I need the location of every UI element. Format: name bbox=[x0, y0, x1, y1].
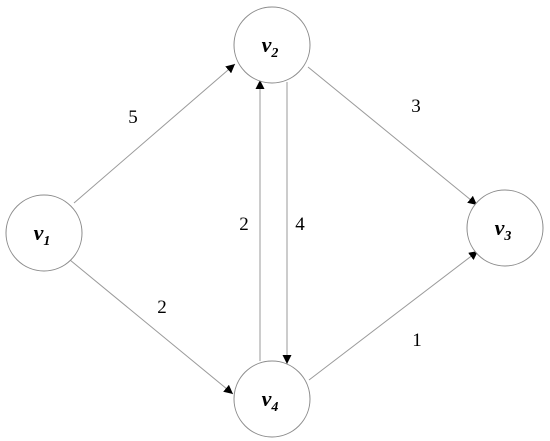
edge-v1-v2 bbox=[73, 63, 236, 204]
edge-weights: 5 2 3 4 2 1 bbox=[128, 96, 422, 351]
edge-v1-v4 bbox=[69, 259, 234, 395]
node-v2-label: v2 bbox=[262, 32, 279, 61]
nodes: v1 v2 v3 v4 bbox=[5, 6, 544, 438]
edge-v4-v3 bbox=[308, 250, 479, 381]
edge-weight-v1-v2: 5 bbox=[128, 107, 138, 128]
node-v4-circle bbox=[233, 360, 311, 438]
edge-weight-v2-v3: 3 bbox=[411, 96, 421, 117]
edge-weight-v1-v4: 2 bbox=[157, 297, 167, 318]
edge-weight-v4-v2: 2 bbox=[239, 214, 249, 235]
edge-v2-v3 bbox=[307, 66, 478, 206]
edges bbox=[69, 63, 479, 395]
node-v2: v2 bbox=[233, 6, 311, 84]
node-v4: v4 bbox=[233, 360, 311, 438]
node-v2-circle bbox=[233, 6, 311, 84]
edge-weight-v4-v3: 1 bbox=[412, 330, 422, 351]
node-v1-circle bbox=[5, 194, 83, 272]
node-v3-label: v3 bbox=[495, 215, 512, 244]
node-v4-label: v4 bbox=[262, 386, 279, 415]
edge-weight-v2-v4: 4 bbox=[295, 214, 305, 235]
node-v3-circle bbox=[466, 189, 544, 267]
node-v1-label: v1 bbox=[34, 220, 51, 249]
node-v3: v3 bbox=[466, 189, 544, 267]
node-v1: v1 bbox=[5, 194, 83, 272]
